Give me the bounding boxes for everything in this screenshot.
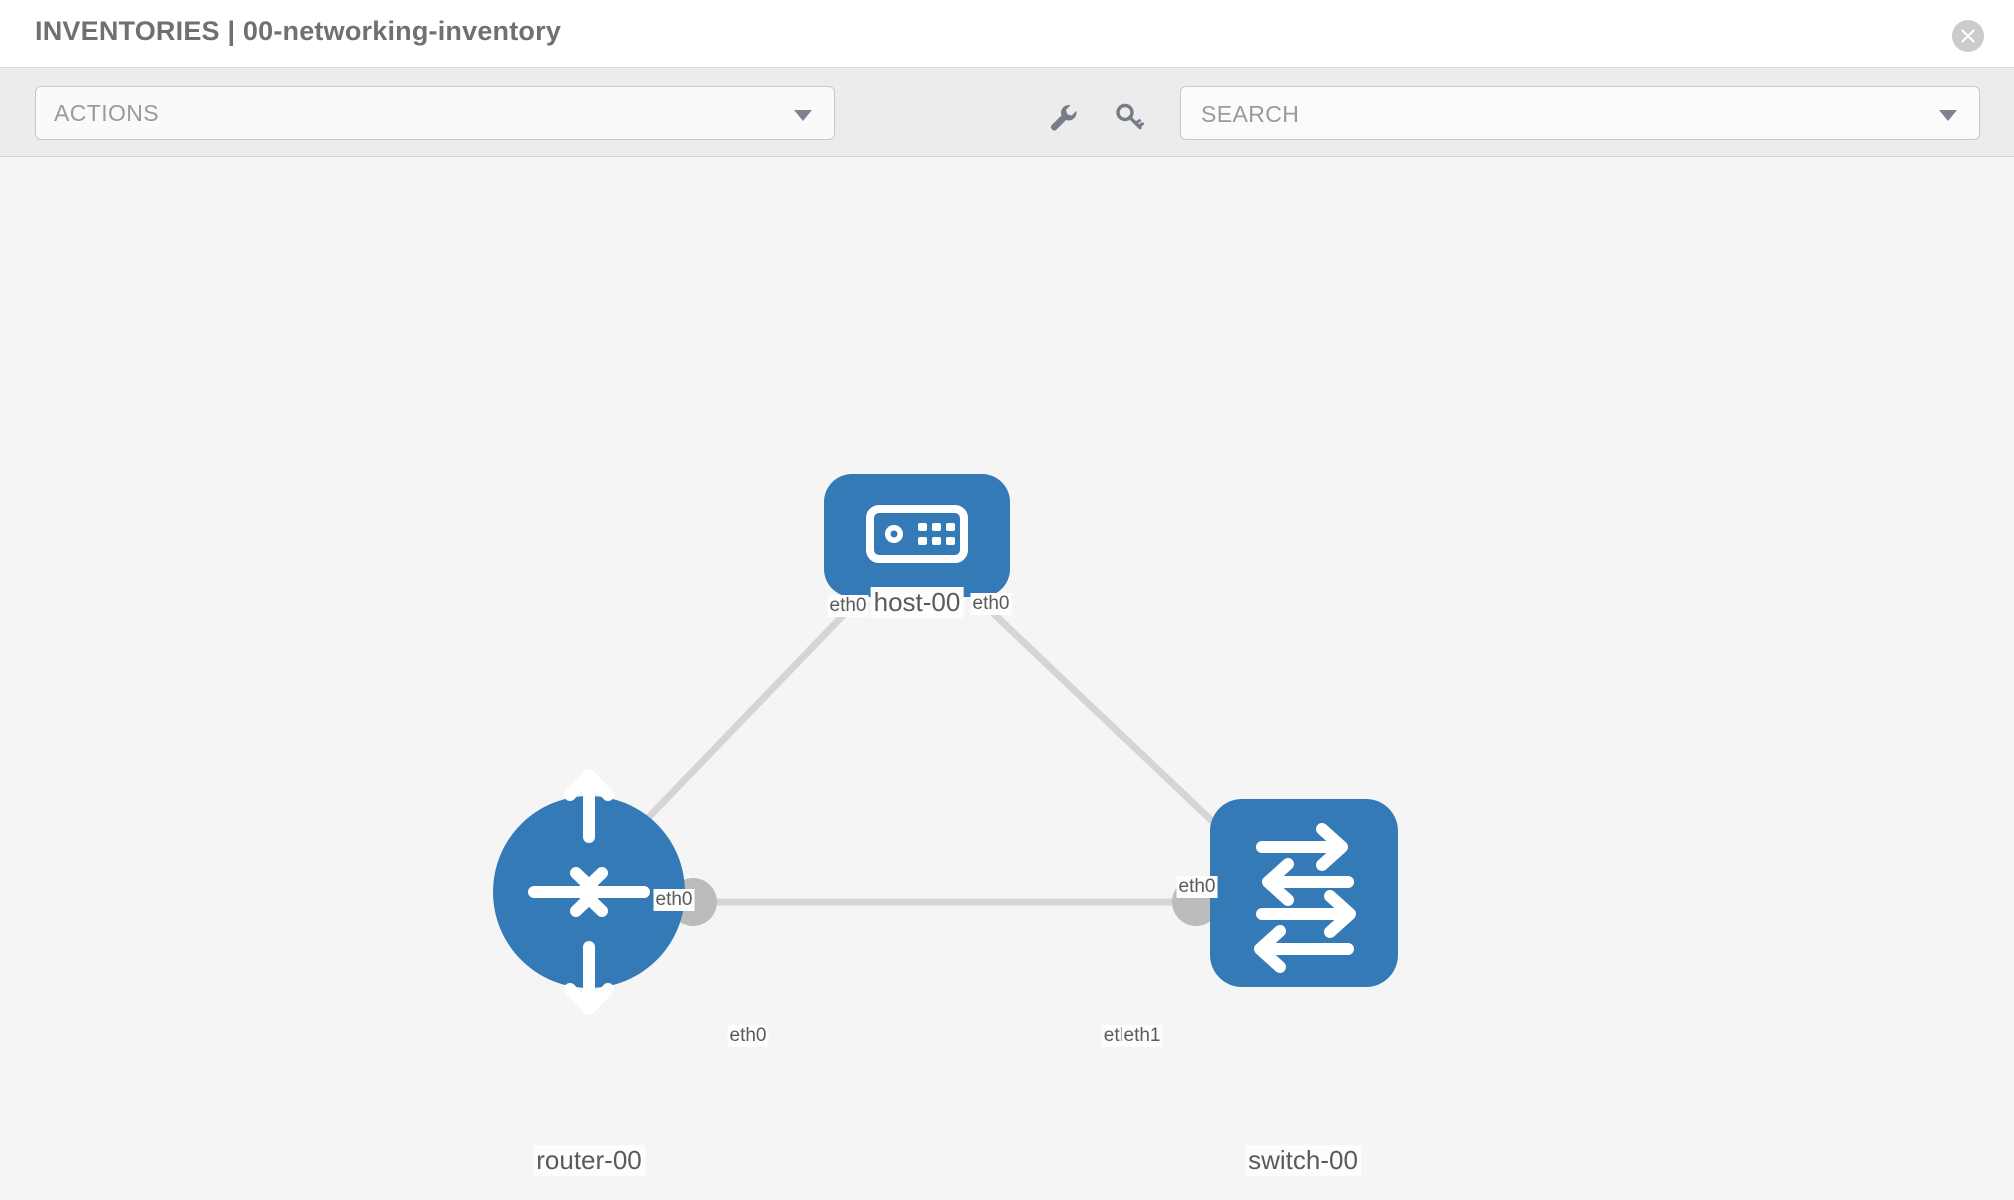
close-icon[interactable]	[1952, 20, 1984, 52]
iface-label: eth0	[727, 1025, 769, 1047]
wrench-icon[interactable]	[1045, 100, 1079, 134]
link-host00-switch00	[951, 573, 1254, 861]
iface-label: eth1	[1121, 1025, 1163, 1047]
toolbar: ACTIONS	[0, 68, 2014, 157]
node-label-switch-00: switch-00	[1245, 1145, 1361, 1176]
key-icon[interactable]	[1113, 100, 1147, 134]
node-switch-00[interactable]	[1210, 799, 1398, 987]
page-header: INVENTORIES | 00-networking-inventory	[0, 0, 2014, 68]
node-label-router-00: router-00	[533, 1145, 645, 1176]
iface-label: eth0	[653, 889, 695, 911]
switch-arrows-icon	[1254, 823, 1356, 973]
link-host00-router00	[616, 573, 884, 851]
iface-label: eth0	[970, 593, 1012, 615]
chevron-down-icon[interactable]	[1939, 110, 1957, 121]
router-arrows-icon	[528, 769, 650, 1015]
iface-label: eth0	[1176, 876, 1218, 898]
topology-canvas[interactable]: eth0 eth0 eth0 eth0 eth0 eth eth1 host-0…	[0, 157, 2014, 1200]
actions-dropdown[interactable]: ACTIONS	[35, 86, 835, 140]
topology-links	[616, 573, 1254, 906]
topology-connectors	[669, 548, 1262, 971]
node-host-00[interactable]	[824, 474, 1010, 597]
server-icon	[866, 505, 968, 563]
actions-dropdown-label: ACTIONS	[54, 100, 160, 126]
chevron-down-icon	[794, 110, 812, 121]
iface-label: eth0	[827, 595, 869, 617]
topology-graph	[493, 474, 1398, 1015]
search-input[interactable]	[1199, 87, 1903, 141]
page-title: INVENTORIES | 00-networking-inventory	[35, 16, 562, 46]
node-label-host-00: host-00	[870, 587, 964, 618]
search-box[interactable]	[1180, 86, 1980, 141]
node-router-00[interactable]	[493, 769, 685, 1015]
